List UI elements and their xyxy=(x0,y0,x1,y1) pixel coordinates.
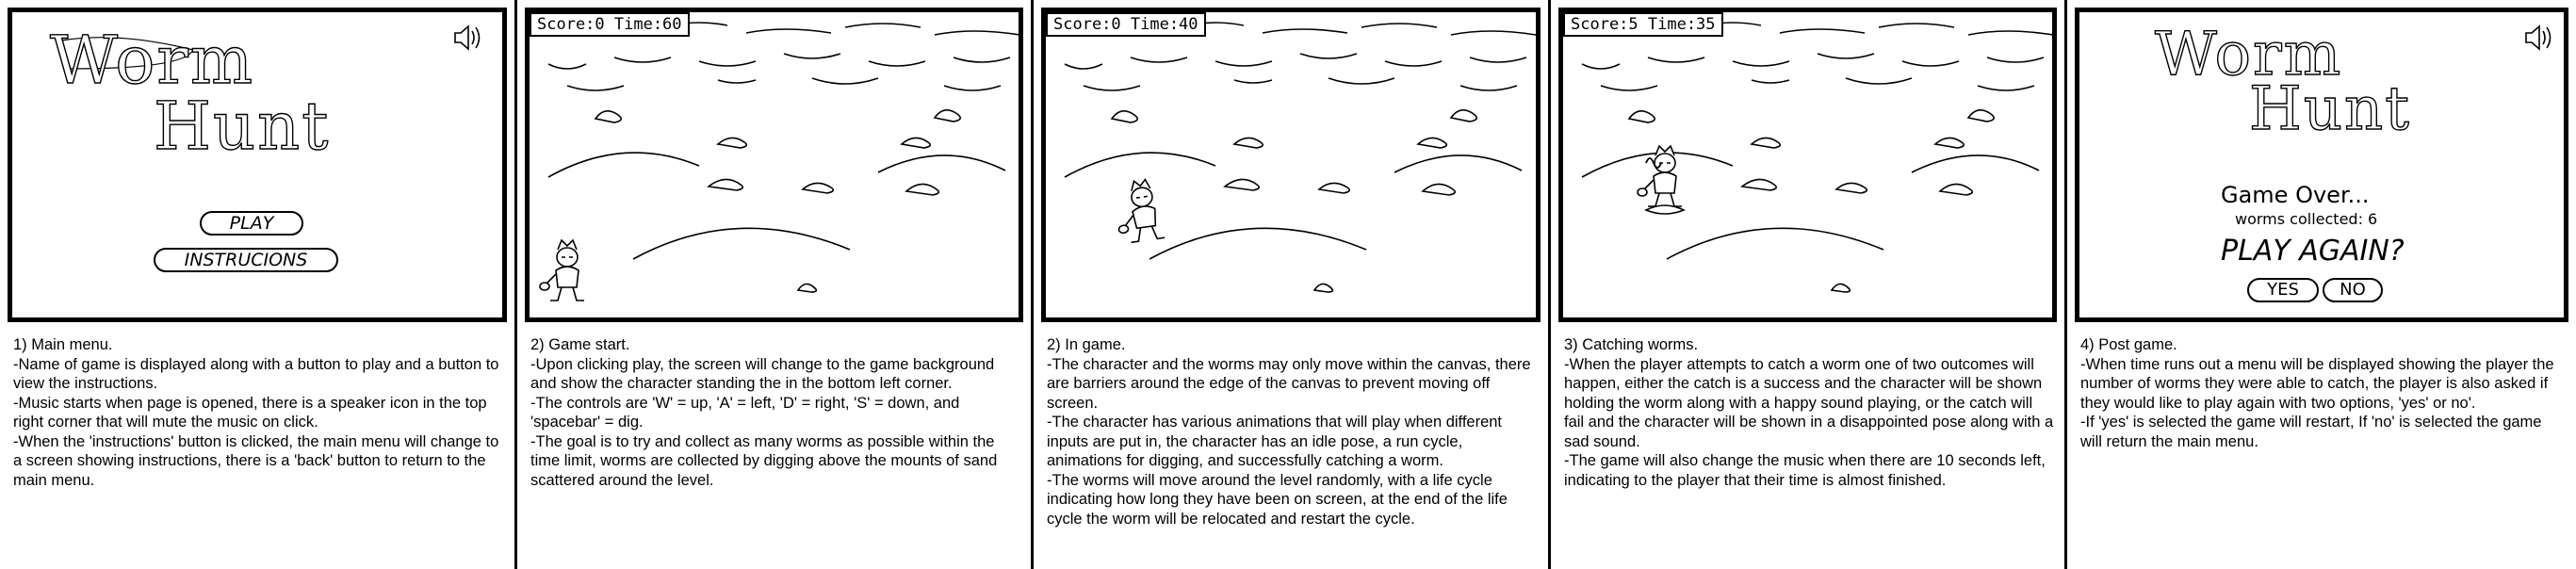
game-start-screen: Score:0 Time:60 xyxy=(525,8,1023,322)
dig-mound xyxy=(1644,204,1686,215)
panel-divider xyxy=(1031,0,1034,569)
speaker-icon[interactable] xyxy=(454,24,481,51)
caption-title: 1) Main menu. xyxy=(13,336,113,353)
play-button[interactable]: PLAY xyxy=(200,211,303,236)
character-idle xyxy=(539,239,585,301)
caption-title: 3) Catching worms. xyxy=(1564,336,1699,353)
panel-divider xyxy=(1548,0,1551,569)
caption-bullet: -When time runs out a menu will be displ… xyxy=(2080,355,2554,412)
logo-outline xyxy=(60,37,194,70)
post-game-screen: Worm Hunt Game Over... worms collected: … xyxy=(2075,8,2568,322)
panel-in-game: Score:0 Time:40 2) In game. -The charact… xyxy=(1034,0,1548,569)
score-time-hud: Score:0 Time:40 xyxy=(1046,12,1206,37)
yes-button[interactable]: YES xyxy=(2247,278,2319,302)
score-time-hud: Score:5 Time:35 xyxy=(1563,12,1723,37)
panel-divider xyxy=(2064,0,2067,569)
caption-bullet: -Name of game is displayed along with a … xyxy=(13,355,499,393)
panel-post-game: Worm Hunt Game Over... worms collected: … xyxy=(2067,0,2576,569)
logo-line1: Worm xyxy=(2154,19,2343,89)
in-game-screen: Score:0 Time:40 xyxy=(1041,8,1541,322)
caption-bullet: -The character has various animations th… xyxy=(1047,414,1503,469)
caption-post-game: 4) Post game. -When time runs out a menu… xyxy=(2080,335,2567,451)
panel-catching-worms: Score:5 Time:35 3) Catching worms. -When… xyxy=(1551,0,2064,569)
character-running xyxy=(1111,177,1166,245)
caption-bullet: -The worms will move around the level ra… xyxy=(1047,471,1508,528)
worm xyxy=(1645,157,1662,169)
caption-bullet: -The controls are 'W' = up, 'A' = left, … xyxy=(530,394,960,431)
worms-collected-text: worms collected: 6 xyxy=(2235,210,2378,228)
caption-title: 4) Post game. xyxy=(2080,336,2177,353)
panel-game-start: Score:0 Time:60 2) Game start. -Upon cli… xyxy=(517,0,1031,569)
caption-bullet: -When the player attempts to catch a wor… xyxy=(1564,355,2054,450)
caption-title: 2) In game. xyxy=(1047,336,1126,353)
game-over-text: Game Over... xyxy=(2221,182,2370,208)
logo-line2: Hunt xyxy=(2248,73,2411,144)
caption-bullet: -If 'yes' is selected the game will rest… xyxy=(2080,414,2542,450)
caption-bullet: -The game will also change the music whe… xyxy=(1564,452,2046,489)
speaker-icon[interactable] xyxy=(2525,24,2552,51)
logo-line2: Hunt xyxy=(153,87,331,165)
play-again-text: PLAY AGAIN? xyxy=(2221,235,2405,268)
caption-bullet: -Upon clicking play, the screen will cha… xyxy=(530,355,995,393)
caption-in-game: 2) In game. -The character and the worms… xyxy=(1047,335,1539,528)
main-menu-screen: Worm Hunt PLAY INSTRUCIONS xyxy=(8,8,507,322)
caption-bullet: -When the 'instructions' button is click… xyxy=(13,432,499,489)
catching-worms-screen: Score:5 Time:35 xyxy=(1558,8,2057,322)
caption-bullet: -The character and the worms may only mo… xyxy=(1047,355,1531,412)
caption-catching-worms: 3) Catching worms. -When the player atte… xyxy=(1564,335,2055,490)
caption-main-menu: 1) Main menu. -Name of game is displayed… xyxy=(13,335,505,490)
instructions-button[interactable]: INSTRUCIONS xyxy=(154,248,338,272)
caption-title: 2) Game start. xyxy=(530,336,630,353)
caption-bullet: -The goal is to try and collect as many … xyxy=(530,432,998,489)
panel-divider xyxy=(514,0,517,569)
no-button[interactable]: NO xyxy=(2323,278,2383,302)
score-time-hud: Score:0 Time:60 xyxy=(530,12,690,37)
panel-main-menu: Worm Hunt PLAY INSTRUCIONS 1) Main menu.… xyxy=(0,0,514,569)
caption-game-start: 2) Game start. -Upon clicking play, the … xyxy=(530,335,1021,490)
caption-bullet: -Music starts when page is opened, there… xyxy=(13,394,487,431)
logo-line1: Worm xyxy=(49,21,255,99)
